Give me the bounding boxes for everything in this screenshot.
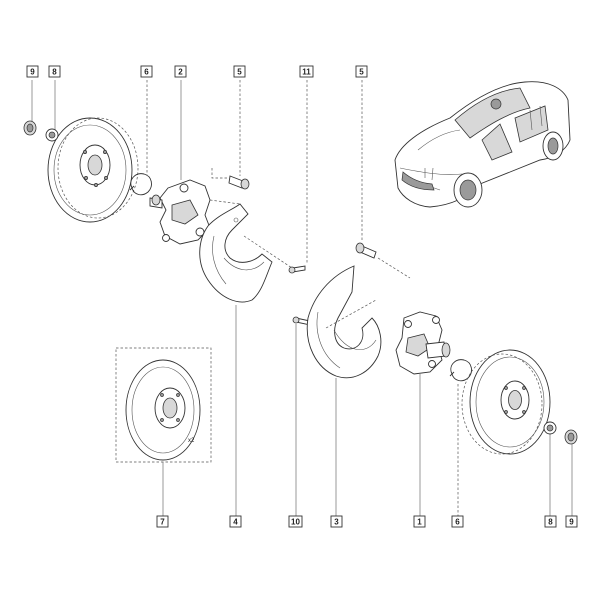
callout-3-bottom: 3 (330, 515, 343, 528)
car-illustration (394, 81, 571, 208)
callout-4-bottom: 4 (229, 515, 242, 528)
callout-1-bottom: 1 (413, 515, 426, 528)
stub-axle-carrier-left (149, 179, 211, 245)
callout-8-bottom: 8 (544, 515, 557, 528)
callout-5b-top: 5 (355, 65, 368, 78)
svg-text:8: 8 (548, 518, 553, 527)
svg-text:10: 10 (291, 518, 300, 527)
callout-7-bottom: 7 (156, 515, 169, 528)
screw-11 (288, 265, 306, 274)
hub-cap-left (23, 120, 37, 136)
circlip-right (449, 359, 472, 516)
svg-text:5: 5 (237, 68, 242, 77)
svg-text:6: 6 (144, 68, 149, 77)
svg-text:11: 11 (302, 68, 311, 77)
brake-disc-boxed: x2 (115, 347, 212, 516)
disc-quantity-mark: x2 (188, 438, 195, 444)
callout-11-top: 11 (299, 65, 314, 78)
bolt-left (228, 175, 250, 190)
stub-axle-carrier-right (395, 311, 451, 516)
callout-5-top: 5 (233, 65, 246, 78)
leader-lines-left (31, 80, 308, 516)
svg-text:6: 6 (455, 518, 460, 527)
svg-text:7: 7 (160, 518, 165, 527)
callout-6-top: 6 (140, 65, 153, 78)
svg-text:8: 8 (52, 68, 57, 77)
callout-9-bottom: 9 (565, 515, 578, 528)
svg-text:3: 3 (334, 518, 339, 527)
screw-10 (292, 316, 311, 516)
svg-text:2: 2 (178, 68, 183, 77)
brake-disc-right (461, 349, 551, 455)
callout-2-top: 2 (174, 65, 187, 78)
callout-9-top: 9 (26, 65, 39, 78)
backing-plate-left (199, 203, 273, 303)
hub-nut-right (543, 421, 557, 516)
callout-6-bottom: 6 (451, 515, 464, 528)
brake-disc-left (47, 117, 139, 223)
callout-10-bottom: 10 (288, 515, 303, 528)
svg-text:9: 9 (30, 68, 35, 77)
svg-text:1: 1 (417, 518, 422, 527)
hub-cap-right (564, 429, 578, 516)
svg-text:9: 9 (569, 518, 574, 527)
hub-nut-left (45, 128, 59, 142)
bolt-right (355, 80, 411, 279)
callout-8-top: 8 (48, 65, 61, 78)
svg-text:5: 5 (359, 68, 364, 77)
svg-text:4: 4 (233, 518, 238, 527)
backing-plate-right (306, 265, 382, 516)
circlip-left (129, 173, 152, 196)
